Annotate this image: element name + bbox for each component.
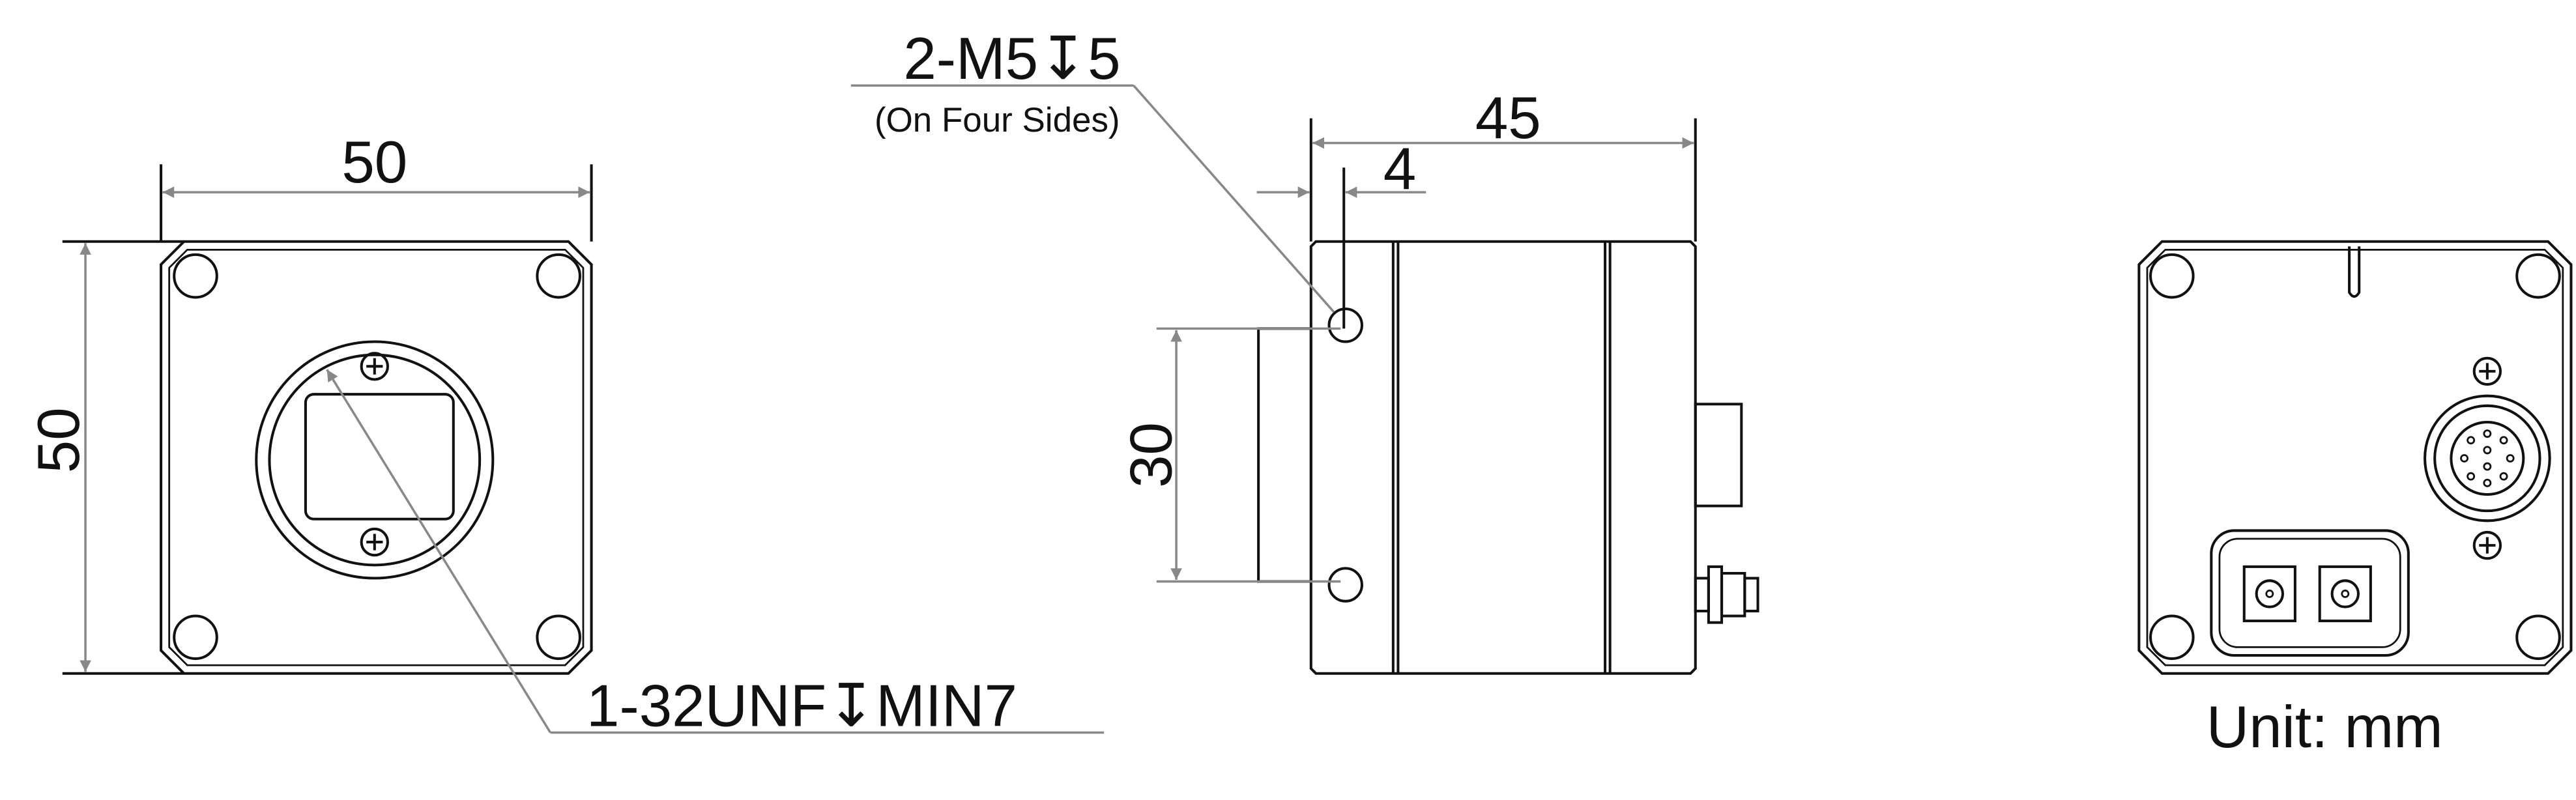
io-connector-side bbox=[1694, 403, 1743, 507]
thread-leader-line bbox=[326, 369, 552, 734]
mount-hole bbox=[2515, 253, 2561, 299]
back-body-outline bbox=[2137, 240, 2573, 675]
thread-callout-label: 1-32UNF↧MIN7 bbox=[586, 673, 1017, 739]
front-height-label: 50 bbox=[26, 407, 92, 473]
hole-leader-line bbox=[1133, 85, 1335, 313]
unit-label: Unit: mm bbox=[2207, 694, 2443, 760]
front-width-label: 50 bbox=[341, 130, 407, 195]
screw-icon bbox=[2474, 358, 2500, 384]
m5-hole bbox=[1327, 567, 1363, 603]
mount-hole bbox=[173, 614, 218, 661]
lens-mount-outer-ring bbox=[255, 340, 495, 580]
io-connector bbox=[2424, 394, 2551, 522]
side-body-outline bbox=[1309, 240, 1697, 675]
back-slot bbox=[2348, 246, 2361, 298]
mount-hole bbox=[536, 614, 581, 661]
flange-thickness-label: 4 bbox=[1383, 136, 1416, 202]
lens-mount-inner-ring bbox=[268, 353, 482, 567]
mount-hole bbox=[2515, 614, 2561, 661]
sensor-window bbox=[304, 393, 455, 521]
screw-icon bbox=[362, 529, 388, 555]
hole-callout-label: 2-M5↧5 bbox=[903, 26, 1120, 92]
lens-mount-side bbox=[1257, 327, 1312, 583]
mount-hole bbox=[2149, 253, 2195, 299]
mount-hole bbox=[2149, 614, 2195, 661]
side-view: 45 4 30 2-M5↧5 (On Four Sides) bbox=[850, 26, 1759, 675]
hole-spacing-label: 30 bbox=[1119, 422, 1185, 488]
power-connector-panel bbox=[2210, 529, 2410, 657]
front-body-outline bbox=[160, 240, 593, 675]
hole-callout-note: (On Four Sides) bbox=[875, 101, 1120, 139]
back-view: Unit: mm bbox=[2137, 240, 2573, 760]
sma-connector bbox=[1694, 565, 1759, 624]
mount-hole bbox=[536, 253, 581, 299]
screw-icon bbox=[2474, 532, 2500, 558]
screw-icon bbox=[362, 353, 388, 379]
length-label: 45 bbox=[1475, 85, 1541, 151]
front-view: 50 50 1-32UNF↧MIN7 bbox=[26, 130, 1105, 739]
m5-hole bbox=[1327, 307, 1363, 343]
mount-hole bbox=[173, 253, 218, 299]
